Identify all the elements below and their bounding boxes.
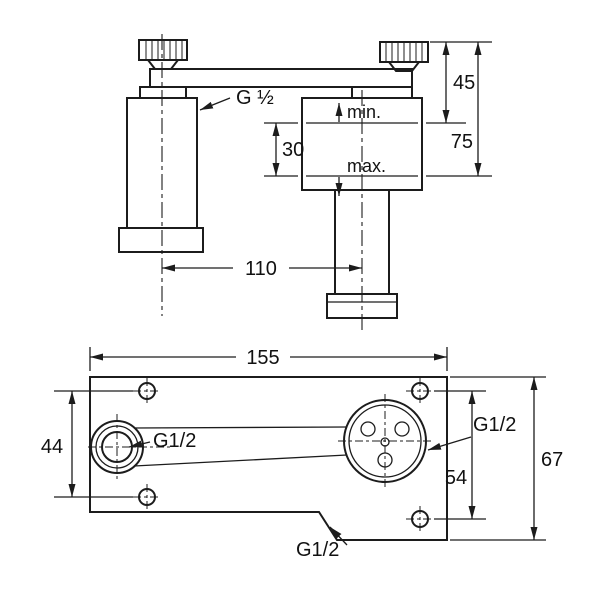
left-neck (145, 59, 181, 70)
dim-155-label: 155 (246, 347, 279, 369)
hole-cross (133, 484, 161, 510)
dim-75: 75 (426, 42, 492, 177)
hole-cross (133, 378, 161, 404)
min-label: min. (347, 102, 381, 122)
dim-155: 155 (89, 347, 448, 371)
cartridge-housing (338, 394, 432, 488)
thread-callout-bottom: G1/2 (296, 526, 348, 561)
dim-45-label: 45 (453, 72, 475, 94)
screw-hole (360, 421, 376, 437)
dim-54: 54 (434, 390, 486, 520)
body-contour-bottom (133, 454, 348, 467)
left-junction (139, 86, 187, 99)
left-body (118, 97, 204, 253)
mounting-holes (133, 378, 434, 532)
upper-view: min. max. G ½ 45 75 30 (118, 34, 492, 334)
dim-110: 110 (162, 258, 362, 280)
max-label: max. (347, 156, 386, 176)
dim-110-label: 110 (245, 258, 277, 280)
leader-arrow-icon (329, 526, 348, 546)
hole-cross (406, 378, 434, 404)
left-body-base (118, 227, 204, 253)
thread-label-upper: G ½ (236, 87, 274, 109)
minmax-annotation: min. max. (335, 102, 386, 196)
thread-callout-upper: G ½ (199, 87, 274, 111)
dim-54-label: 54 (445, 467, 467, 489)
dim-67-label: 67 (541, 449, 563, 471)
dim-75-label: 75 (451, 131, 473, 153)
hole-cross (406, 506, 434, 532)
lower-view: 155 44 54 67 G1/2 G (41, 347, 563, 561)
dim-67: 67 (450, 376, 563, 541)
thread-label-bottom: G1/2 (296, 539, 339, 561)
thread-callout-right: G1/2 (427, 414, 516, 451)
right-knurl-hatch (385, 43, 423, 61)
leader-arrow-icon (128, 440, 151, 448)
dim-44: 44 (41, 390, 133, 498)
right-junction (351, 86, 413, 99)
left-knurl-hatch (145, 41, 183, 59)
body-contour-top (133, 426, 348, 429)
thread-callout-left: G1/2 (128, 430, 196, 452)
dim-44-label: 44 (41, 436, 63, 458)
screw-hole (394, 421, 410, 437)
dim-45: 45 (426, 41, 492, 124)
leader-arrow-icon (427, 436, 472, 451)
dim-30-label: 30 (282, 139, 304, 161)
thread-label-left: G1/2 (153, 430, 196, 452)
thread-label-right: G1/2 (473, 414, 516, 436)
dim-30: 30 (264, 122, 304, 177)
spout-arm (149, 68, 413, 88)
bracket-outline (89, 376, 448, 541)
spout-assembly (138, 39, 429, 99)
leader-arrow-icon (199, 97, 231, 111)
